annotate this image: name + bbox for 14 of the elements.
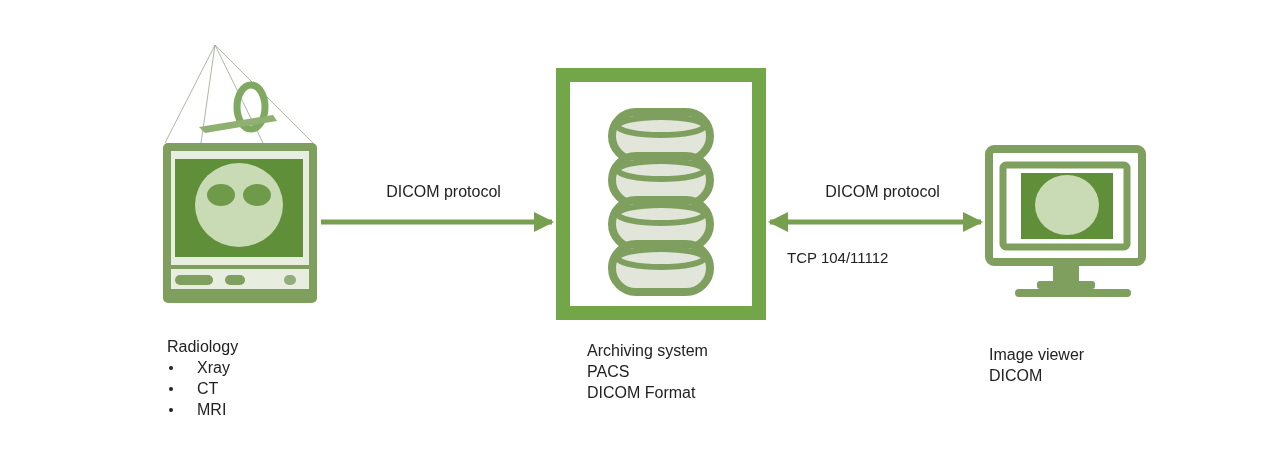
caption-text: PACS (587, 362, 631, 382)
arrow (321, 212, 554, 232)
caption-text: DICOM Format (587, 383, 697, 403)
edge-label: DICOM protocol (386, 182, 501, 202)
caption-text: DICOM (989, 366, 1044, 386)
edge-label: DICOM protocol (825, 182, 940, 202)
list-text: CT (197, 380, 219, 397)
list-text: Xray (197, 359, 230, 376)
arrow (768, 212, 983, 232)
port-label: TCP 104/11112 (787, 248, 889, 268)
caption-text: Archiving system (587, 341, 708, 361)
list-text: MRI (197, 401, 227, 418)
caption-text: Image viewer (989, 345, 1085, 365)
caption-text: Radiology (167, 337, 239, 357)
